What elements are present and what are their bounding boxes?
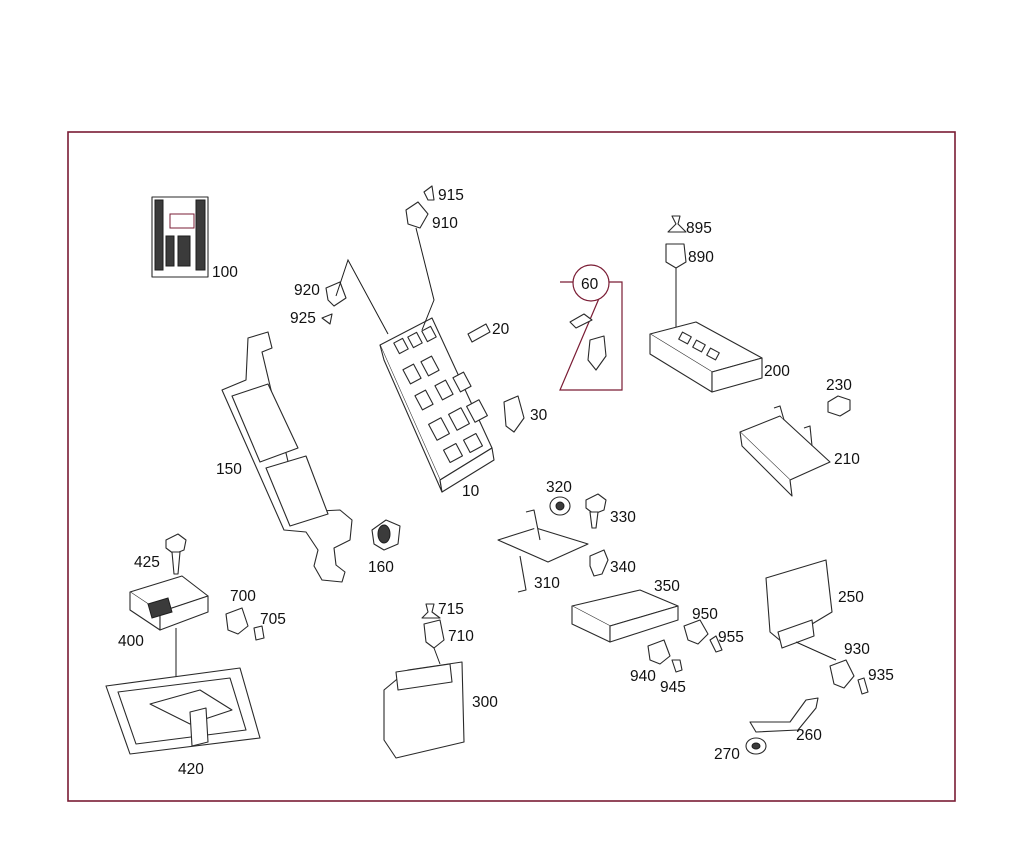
callout-10: 10 [462,483,480,500]
callout-350: 350 [654,578,680,595]
leader-920-to-10 [335,258,389,335]
callout-340: 340 [610,559,636,576]
part-895-pin[interactable] [667,215,687,233]
callout-200: 200 [764,363,790,380]
part-935-pin[interactable] [857,677,869,695]
callout-320: 320 [546,479,572,496]
part-30-relay[interactable] [503,395,525,433]
callout-890: 890 [688,249,714,266]
callout-920: 920 [294,282,320,299]
callout-910: 910 [432,215,458,232]
part-920-connector[interactable] [325,281,347,307]
callout-210: 210 [834,451,860,468]
part-230-nut[interactable] [827,395,851,417]
callout-100: 100 [212,264,238,281]
callout-915: 915 [438,187,464,204]
part-910-connector[interactable] [405,201,429,229]
part-945-pin[interactable] [671,659,683,673]
part-400-module[interactable] [129,575,209,631]
part-320-washer[interactable] [549,496,571,516]
leader-710-to-300 [433,647,441,665]
part-210-bracket[interactable] [739,405,831,497]
callout-250: 250 [838,589,864,606]
part-160-grommet[interactable] [371,519,401,551]
part-100-label-sheet[interactable] [151,196,209,278]
part-715-pin[interactable] [421,603,441,619]
part-940-connector[interactable] [647,639,671,665]
callout-710: 710 [448,628,474,645]
callout-300: 300 [472,694,498,711]
part-890-connector[interactable] [665,243,687,269]
callout-160: 160 [368,559,394,576]
callout-230: 230 [826,377,852,394]
callout-310: 310 [534,575,560,592]
callout-700: 700 [230,588,256,605]
part-710-connector[interactable] [423,619,445,649]
group-60[interactable] [559,264,623,391]
callout-950: 950 [692,606,718,623]
part-330-bolt[interactable] [585,493,607,529]
callout-400: 400 [118,633,144,650]
part-340-clip[interactable] [589,549,609,577]
callout-925: 925 [290,310,316,327]
callout-420: 420 [178,761,204,778]
part-705-pin[interactable] [253,625,265,641]
part-915-pin[interactable] [423,185,435,201]
callout-895: 895 [686,220,712,237]
callout-60: 60 [581,276,599,293]
callout-715: 715 [438,601,464,618]
callout-labels: 10 20 30 60 100 150 160 200 210 230 250 … [118,187,894,778]
callout-945: 945 [660,679,686,696]
part-700-connector[interactable] [225,607,249,635]
callout-425: 425 [134,554,160,571]
part-425-bolt[interactable] [165,533,187,575]
part-300-control-unit[interactable] [383,661,465,759]
part-260-bracket[interactable] [749,697,819,733]
leader-250-to-930 [795,641,837,661]
callout-30: 30 [530,407,548,424]
callout-150: 150 [216,461,242,478]
part-950-connector[interactable] [683,619,709,645]
callout-330: 330 [610,509,636,526]
callout-270: 270 [714,746,740,763]
callout-935: 935 [868,667,894,684]
part-310-bracket[interactable] [497,509,589,593]
diagram-frame [67,131,956,802]
callout-930: 930 [844,641,870,658]
part-420-tray[interactable] [105,667,261,755]
part-930-connector[interactable] [829,659,855,689]
leader-910-to-10 [415,227,435,331]
callout-705: 705 [260,611,286,628]
callout-260: 260 [796,727,822,744]
callout-955: 955 [718,629,744,646]
part-20-fuse[interactable] [467,323,491,343]
part-10-fuse-box[interactable] [379,317,495,493]
part-925-pin[interactable] [321,313,333,325]
part-150-bracket[interactable] [221,331,353,583]
part-250-control-unit[interactable] [765,559,833,649]
part-270-grommet[interactable] [745,737,767,755]
part-350-module[interactable] [571,589,679,643]
callout-20: 20 [492,321,510,338]
part-955-pin[interactable] [709,635,723,653]
part-200-control-unit[interactable] [649,321,763,393]
callout-940: 940 [630,668,656,685]
